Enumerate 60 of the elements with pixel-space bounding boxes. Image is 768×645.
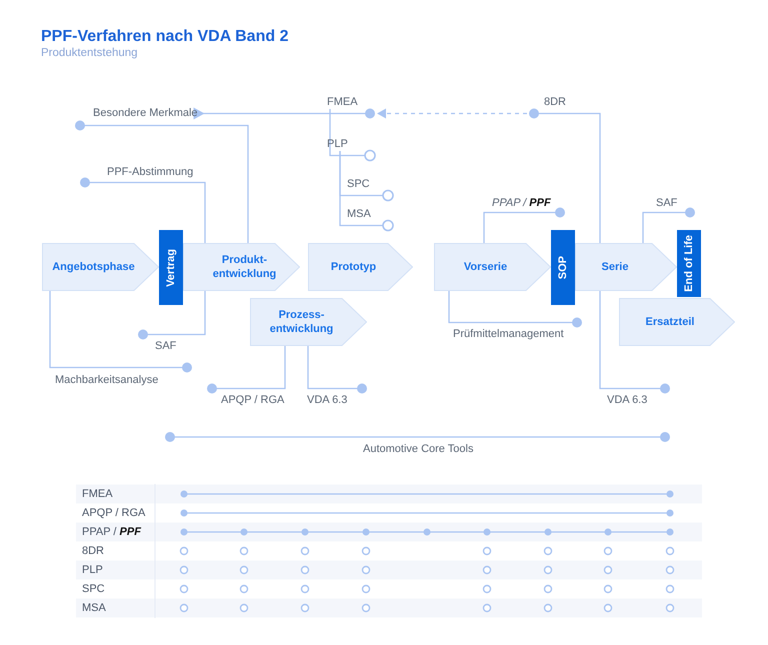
leader-line [80,178,206,243]
dashed-arrow [377,108,527,118]
leader-line [75,120,249,243]
phase-label: Serie [600,260,630,274]
phase-label: Prototyp [330,260,378,274]
tool-label: Machbarkeitsanalyse [55,374,158,387]
phase-banner [250,298,367,346]
leader-line [329,109,376,162]
leader-line [49,291,192,372]
tool-label: VDA 6.3 [607,394,648,407]
leader-line [138,291,206,340]
table-row-label: MSA [82,602,106,615]
tool-label: APQP / RGA [221,394,284,407]
tool-label: SPC [347,178,370,191]
milestone-bar [551,230,575,305]
phase-label: Ersatzteil [644,315,696,329]
phase-banner [619,298,735,346]
table-row-label: APQP / RGA [82,507,146,520]
tool-label: Prüfmittelmanagement [453,328,564,341]
leader-line [448,291,582,328]
tool-label: PPF-Abstimmung [107,166,194,179]
phase-banner [183,243,300,291]
milestone-bar [159,230,183,305]
phase-label: Vorserie [462,260,508,274]
leader-line [529,108,601,243]
milestone-bar [677,230,701,297]
subtitle: Produktentstehung [41,47,138,59]
table-row-label: SPC [82,583,105,596]
table-row-label: PLP [82,564,103,577]
tool-label: SAF [656,197,678,210]
tool-label: VDA 6.3 [307,394,348,407]
table-row-label: PPAP / PPF [82,526,141,539]
phase-label: Angebotsphase [51,260,136,274]
milestone-label: End of Life [683,235,695,292]
tool-label: PPAP / PPF [492,197,551,210]
phase-banner [308,243,413,291]
tool-label: MSA [347,208,371,221]
leader-line [339,151,394,232]
leader-line [194,108,375,120]
tool-label: 8DR [544,96,566,109]
table-row-label: 8DR [82,545,104,558]
phase-banner [575,243,677,291]
tool-label: FMEA [327,96,358,109]
milestone-label: Vertrag [165,249,177,287]
leader-line [642,208,695,243]
leader-line [307,346,367,394]
leader-line [483,208,565,243]
phase-banner [434,243,551,291]
tool-label: PLP [327,138,348,151]
table-row-label: FMEA [82,488,113,501]
phase-label: Produkt- entwicklung [212,253,278,281]
phase-label: Prozess- entwicklung [268,308,334,336]
milestone-label: SOP [557,256,569,280]
leader-line [599,291,670,394]
phase-banner [42,243,159,291]
tool-label: SAF [155,340,176,353]
leader-line [207,346,286,394]
tool-label: Besondere Merkmale [93,107,198,120]
title: PPF-Verfahren nach VDA Band 2 [41,28,288,46]
span-label: Automotive Core Tools [363,443,474,455]
